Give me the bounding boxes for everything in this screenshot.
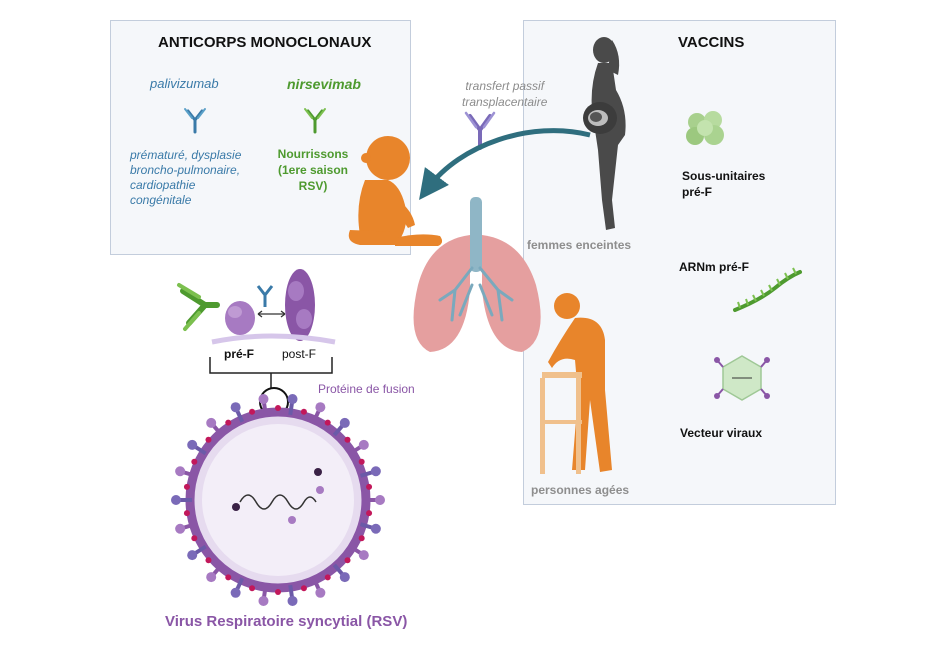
virus-membrane-protein bbox=[249, 585, 256, 592]
transfer-line: transplacentaire bbox=[462, 95, 548, 109]
post-f-protein-icon bbox=[285, 269, 315, 341]
protein-subunit-icon bbox=[686, 111, 724, 145]
mrna-icon bbox=[733, 267, 802, 312]
palivizumab-label: palivizumab bbox=[150, 76, 219, 91]
vaccines-panel bbox=[523, 20, 836, 505]
virus-membrane-protein bbox=[324, 419, 331, 426]
virus-membrane-protein bbox=[205, 436, 212, 443]
virus-spike-head bbox=[370, 466, 381, 477]
vaccine-viral-vector-label: Vecteur viraux bbox=[680, 426, 763, 440]
palivizumab-antibody-icon bbox=[184, 108, 206, 134]
virus-membrane-protein bbox=[191, 458, 198, 465]
pregnant-women-label: femmes enceintes bbox=[527, 238, 632, 252]
virus-spike-head bbox=[258, 595, 269, 606]
virus-spike-head bbox=[175, 523, 186, 534]
transfer-line: transfert passif bbox=[465, 79, 545, 93]
virus-spike-head bbox=[287, 595, 298, 606]
virus-spike-head bbox=[370, 523, 381, 534]
virus-membrane-protein bbox=[183, 483, 190, 490]
vaccine-subunit-label: Sous-unitaires pré-F bbox=[682, 168, 765, 200]
indication-line: Nourrissons bbox=[277, 147, 349, 161]
fusion-protein-label: Protéine de fusion bbox=[318, 382, 415, 396]
nirsevimab-indication: Nourrissons (1ere saison RSV) bbox=[268, 146, 358, 194]
palivizumab-indication: prématuré, dysplasie broncho-pulmonaire,… bbox=[130, 148, 241, 208]
infant-silhouette bbox=[348, 136, 443, 246]
virus-spike-head bbox=[315, 587, 326, 598]
virus-name: Virus Respiratoire syncytial (RSV) bbox=[165, 613, 408, 630]
membrane-arc bbox=[211, 333, 336, 345]
virus-membrane-protein bbox=[358, 535, 365, 542]
virus-spike-head bbox=[339, 572, 350, 583]
indication-line: broncho-pulmonaire, bbox=[130, 163, 241, 177]
virus-membrane-protein bbox=[300, 585, 307, 592]
virus-spike-head bbox=[187, 439, 198, 450]
virus-membrane-protein bbox=[225, 574, 232, 581]
viral-vector-icon bbox=[714, 355, 770, 401]
virus-membrane-protein bbox=[324, 574, 331, 581]
virus-spike-head bbox=[206, 417, 217, 428]
virus-membrane-protein bbox=[183, 510, 190, 517]
virus-spike-head bbox=[230, 587, 241, 598]
blue-antibody-icon bbox=[256, 285, 274, 307]
virus-spike-head bbox=[206, 572, 217, 583]
indication-line: cardiopathie bbox=[130, 178, 196, 192]
indication-line: (1ere saison bbox=[277, 163, 349, 177]
elderly-label: personnes agées bbox=[531, 483, 630, 497]
virus-membrane-protein bbox=[275, 405, 281, 411]
virus-membrane-protein bbox=[344, 557, 351, 564]
virus-membrane-protein bbox=[249, 408, 256, 415]
antibodies-title: ANTICORPS MONOCLONAUX bbox=[158, 34, 372, 51]
pre-f-protein-icon bbox=[225, 301, 255, 335]
virus-membrane-protein bbox=[344, 436, 351, 443]
virus-spike-head bbox=[287, 394, 298, 405]
virus-spike-head bbox=[339, 417, 350, 428]
virus-spike-head bbox=[171, 495, 181, 505]
indication-line: RSV) bbox=[298, 179, 328, 193]
vaccines-title: VACCINS bbox=[678, 34, 745, 51]
transfer-label: transfert passif transplacentaire bbox=[462, 78, 547, 110]
virus-spike-head bbox=[315, 402, 326, 413]
transfer-arrow bbox=[419, 128, 591, 201]
virus-spike-head bbox=[358, 550, 369, 561]
nirsevimab-antibody-icon bbox=[304, 108, 326, 134]
vaccine-line: pré-F bbox=[682, 185, 712, 199]
virus-spike-head bbox=[175, 466, 186, 477]
indication-line: congénitale bbox=[130, 193, 192, 207]
virus-membrane-protein bbox=[358, 458, 365, 465]
virus-spike-head bbox=[230, 402, 241, 413]
virus-membrane-protein bbox=[275, 589, 281, 595]
nirsevimab-label: nirsevimab bbox=[287, 76, 361, 92]
indication-line: prématuré, dysplasie bbox=[130, 148, 242, 162]
virus-membrane-protein bbox=[191, 535, 198, 542]
virus-spike-head bbox=[258, 394, 269, 405]
vaccine-mrna-label: ARNm pré-F bbox=[679, 260, 750, 274]
virus-spike-head bbox=[375, 495, 385, 505]
rsv-virus-illustration bbox=[171, 394, 385, 606]
virus-membrane-protein bbox=[366, 510, 373, 517]
virus-membrane-protein bbox=[300, 408, 307, 415]
pregnant-woman-silhouette bbox=[583, 37, 626, 230]
virus-membrane-protein bbox=[205, 557, 212, 564]
lungs-illustration bbox=[413, 197, 541, 352]
pre-f-label: pré-F bbox=[224, 347, 254, 361]
protein-bracket bbox=[209, 357, 333, 388]
elderly-person-silhouette bbox=[540, 293, 612, 474]
vaccine-line: Sous-unitaires bbox=[682, 169, 766, 183]
virus-membrane-protein bbox=[366, 483, 373, 490]
green-antibody-icon bbox=[177, 283, 220, 331]
post-f-label: post-F bbox=[282, 347, 317, 361]
virus-membrane-protein bbox=[225, 419, 232, 426]
virus-spike-head bbox=[187, 550, 198, 561]
virus-spike-head bbox=[358, 439, 369, 450]
